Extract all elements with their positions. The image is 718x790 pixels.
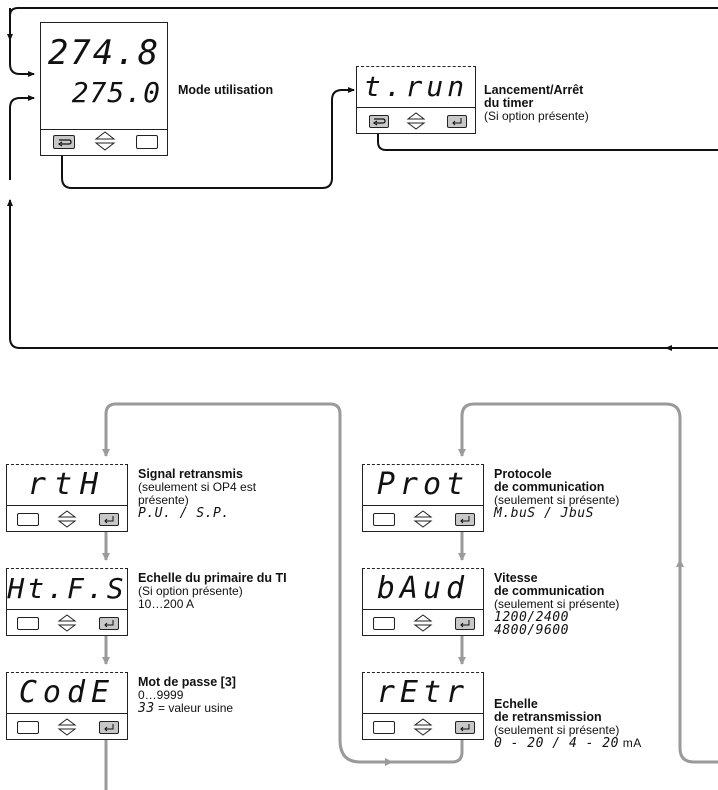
enter-key[interactable]: [455, 721, 475, 734]
up-down-arrows-icon: [413, 614, 433, 632]
enter-key[interactable]: [455, 617, 475, 630]
up-down-arrows-icon: [57, 614, 77, 632]
blank-key[interactable]: [373, 617, 395, 630]
blank-key[interactable]: [136, 135, 158, 149]
blank-key[interactable]: [373, 721, 395, 734]
code-display: CodE: [7, 673, 127, 714]
retr-exit: [392, 740, 464, 764]
up-down-arrows-icon: [413, 510, 433, 528]
retr-label: Echelle de retransmission (seulement si …: [494, 697, 642, 751]
up-down-arrows-icon: [57, 718, 77, 736]
timer-exit-line: [377, 128, 718, 151]
retr-range: 0 - 20 / 4 - 20: [494, 736, 619, 751]
enter-key-icon: [460, 620, 470, 628]
up-down-keys[interactable]: [413, 613, 433, 633]
baud-display: bAud: [363, 569, 483, 610]
enter-key-icon: [460, 724, 470, 732]
main-label: Mode utilisation: [178, 83, 274, 97]
up-down-arrows-icon: [413, 718, 433, 736]
baud-label: Vitesse de communication (seulement si p…: [494, 571, 620, 638]
return-loop-line: [7, 199, 718, 349]
up-down-arrows-icon: [57, 510, 77, 528]
code-default: 33: [138, 701, 155, 716]
pv-value: 274.8: [47, 33, 161, 73]
up-down-keys[interactable]: [57, 717, 77, 737]
up-down-keys[interactable]: [57, 509, 77, 529]
enter-key-icon: [460, 516, 470, 524]
enter-key-icon: [104, 620, 114, 628]
prot-display: Prot: [363, 465, 483, 506]
retr-display: rEtr: [363, 673, 483, 714]
enter-key-icon: [104, 724, 114, 732]
enter-key-icon: [452, 118, 462, 126]
retr-device: rEtr: [362, 672, 484, 740]
prot-label: Protocole de communication (seulement si…: [494, 467, 620, 521]
enter-key[interactable]: [99, 721, 119, 734]
htfs-display: Ht.F.S: [7, 569, 127, 610]
up-down-keys[interactable]: [413, 509, 433, 529]
sp-value: 275.0: [71, 76, 161, 109]
enter-key[interactable]: [455, 513, 475, 526]
up-down-keys[interactable]: [94, 130, 116, 152]
enter-key[interactable]: [99, 617, 119, 630]
code-device: CodE: [6, 672, 128, 740]
up-down-arrows-icon: [406, 112, 426, 130]
up-down-keys[interactable]: [413, 717, 433, 737]
htfs-label: Echelle du primaire du TI (Si option pré…: [138, 571, 287, 611]
blank-key[interactable]: [17, 721, 39, 734]
main-display: 274.8 275.0: [41, 23, 167, 130]
baud-device: bAud: [362, 568, 484, 636]
up-down-keys[interactable]: [57, 613, 77, 633]
enter-key[interactable]: [447, 115, 467, 128]
rth-label: Signal retransmis (seulement si OP4 est …: [138, 467, 257, 521]
blank-key[interactable]: [17, 513, 39, 526]
cycle-key[interactable]: [369, 115, 389, 128]
up-down-keys[interactable]: [406, 111, 426, 131]
left-up-line: [9, 95, 35, 180]
enter-key-icon: [104, 516, 114, 524]
htfs-device: Ht.F.S: [6, 568, 128, 636]
code-label: Mot de passe [3] 0…9999 33 = valeur usin…: [138, 675, 236, 716]
timer-display: t.run: [357, 67, 475, 108]
left-column-return: [104, 402, 393, 766]
timer-device: t.run: [356, 66, 476, 134]
rth-display: rtH: [7, 465, 127, 506]
cycle-key-icon: [57, 139, 72, 147]
cycle-key[interactable]: [53, 135, 75, 149]
main-device: 274.8 275.0: [40, 22, 168, 156]
main-to-timer-line: [61, 87, 355, 189]
enter-key[interactable]: [99, 513, 119, 526]
blank-key[interactable]: [373, 513, 395, 526]
timer-label: Lancement/Arrêt du timer (Si option prés…: [484, 83, 589, 123]
rth-device: rtH: [6, 464, 128, 532]
right-column-entry: [676, 559, 718, 764]
up-down-arrows-icon: [94, 131, 116, 151]
blank-key[interactable]: [17, 617, 39, 630]
prot-device: Prot: [362, 464, 484, 532]
cycle-key-icon: [372, 118, 386, 126]
right-loop-top: [458, 402, 682, 560]
